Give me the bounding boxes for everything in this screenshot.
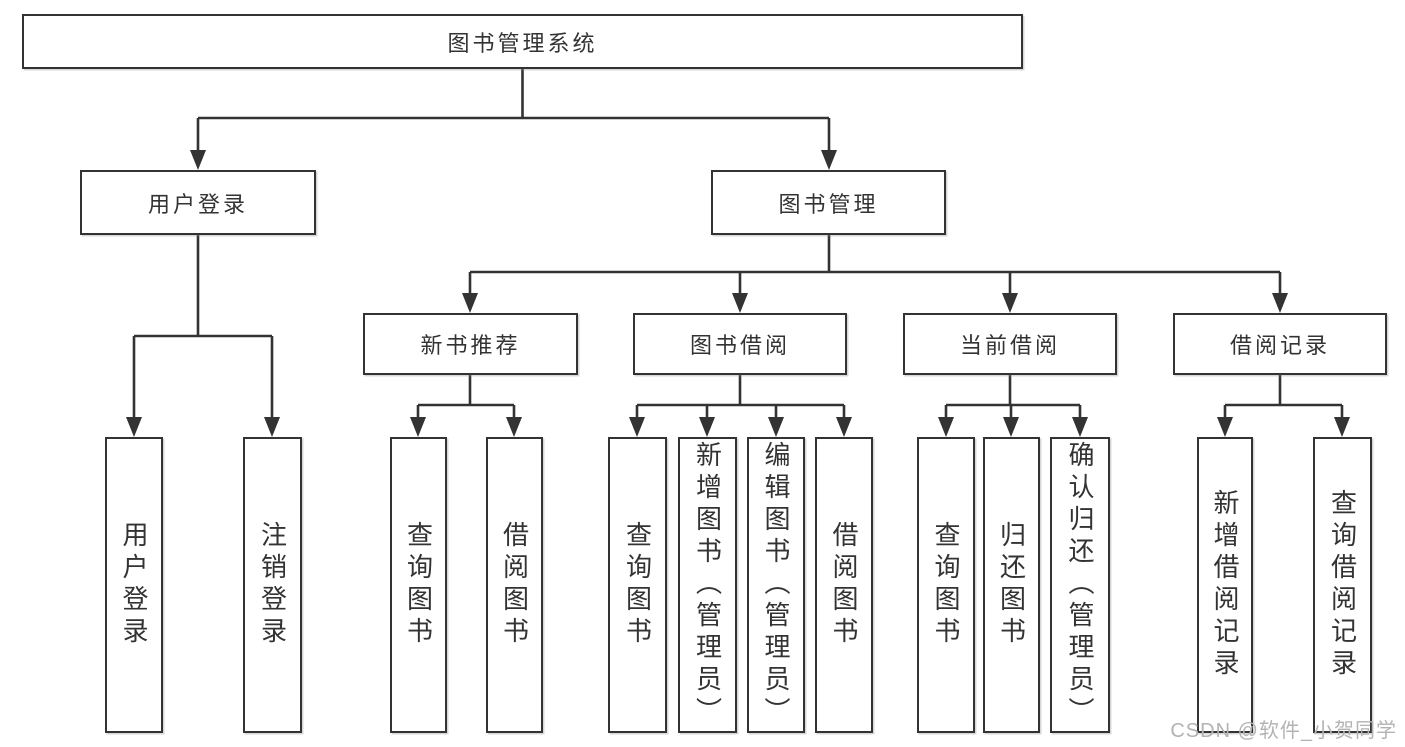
connector-book-mgmt-to-level3 (462, 235, 1288, 313)
leaf-user-login-label: 用户登录 (119, 521, 149, 649)
leaf-records-add-record-label: 新增借阅记录 (1210, 489, 1240, 681)
node-current-borrowing: 当前借阅 (903, 313, 1117, 375)
leaf-borrowing-edit-books-admin-label: 编辑图书（管理员） (761, 441, 791, 729)
leaf-logout: 注销登录 (243, 437, 302, 733)
connector-current-borrow-to-leaves (938, 375, 1088, 437)
node-book-management: 图书管理 (711, 170, 946, 235)
node-book-management-label: 图书管理 (778, 191, 879, 217)
node-borrowing-records-label: 借阅记录 (1229, 333, 1330, 358)
leaf-borrowing-edit-books-admin: 编辑图书（管理员） (747, 437, 805, 733)
leaf-current-return-books: 归还图书 (983, 437, 1040, 733)
connector-root-to-level2 (190, 69, 837, 170)
node-book-borrowing: 图书借阅 (633, 313, 847, 375)
leaf-borrowing-borrow-books: 借阅图书 (815, 437, 873, 733)
connector-borrow-records-to-leaves (1217, 375, 1350, 437)
leaf-newbooks-query-books: 查询图书 (390, 437, 447, 733)
node-root: 图书管理系统 (22, 14, 1023, 69)
leaf-user-login: 用户登录 (105, 437, 163, 733)
leaf-borrowing-add-books-admin-label: 新增图书（管理员） (692, 441, 723, 729)
node-book-borrowing-label: 图书借阅 (689, 333, 790, 358)
csdn-watermark: CSDN @软件_小贺同学 (1170, 720, 1397, 742)
node-user-login: 用户登录 (80, 170, 316, 235)
leaf-current-confirm-return-admin-label: 确认归还（管理员） (1065, 441, 1095, 729)
leaf-current-query-books-label: 查询图书 (931, 521, 961, 649)
leaf-newbooks-borrow-books: 借阅图书 (486, 437, 543, 733)
leaf-current-return-books-label: 归还图书 (996, 521, 1027, 649)
node-user-login-label: 用户登录 (147, 191, 248, 217)
node-borrowing-records: 借阅记录 (1173, 313, 1387, 375)
leaf-borrowing-query-books: 查询图书 (608, 437, 667, 733)
leaf-borrowing-add-books-admin: 新增图书（管理员） (678, 437, 737, 733)
node-root-label: 图书管理系统 (447, 30, 598, 56)
leaf-records-query-record-label: 查询借阅记录 (1327, 489, 1358, 681)
leaf-borrowing-borrow-books-label: 借阅图书 (829, 521, 859, 649)
node-new-book-recommend: 新书推荐 (363, 313, 578, 375)
leaf-records-query-record: 查询借阅记录 (1313, 437, 1372, 733)
node-new-book-recommend-label: 新书推荐 (420, 333, 521, 358)
leaf-newbooks-query-books-label: 查询图书 (403, 521, 434, 649)
connector-book-borrow-to-leaves (629, 375, 852, 437)
connector-user-login-to-leaves (126, 235, 280, 437)
leaf-logout-label: 注销登录 (257, 521, 288, 649)
leaf-current-query-books: 查询图书 (917, 437, 975, 733)
leaf-borrowing-query-books-label: 查询图书 (622, 521, 653, 649)
leaf-newbooks-borrow-books-label: 借阅图书 (499, 521, 530, 649)
connector-new-books-to-leaves (410, 375, 522, 437)
node-current-borrowing-label: 当前借阅 (959, 333, 1060, 358)
leaf-records-add-record: 新增借阅记录 (1197, 437, 1253, 733)
leaf-current-confirm-return-admin: 确认归还（管理员） (1050, 437, 1110, 733)
